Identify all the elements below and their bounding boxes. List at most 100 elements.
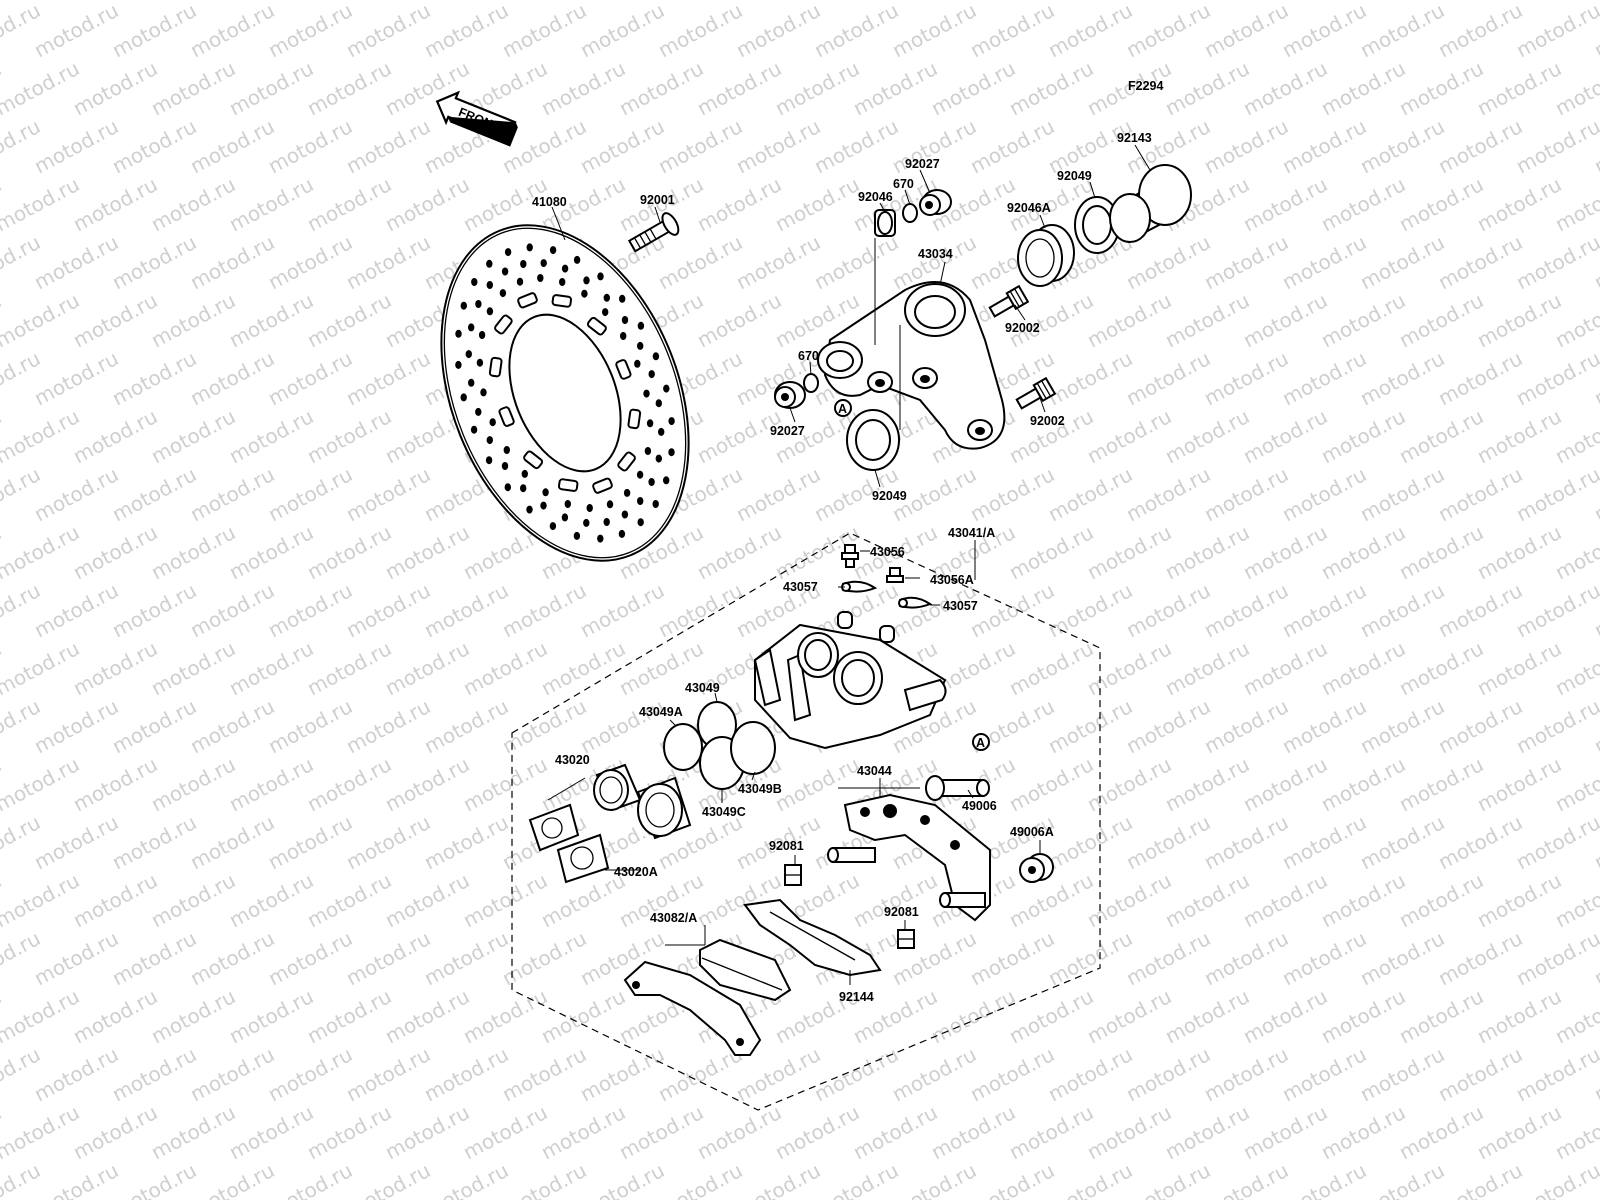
disc-hole [520,260,527,268]
watermark-text: motod.ru [1434,926,1526,990]
watermark-text: motod.ru [420,1042,512,1106]
disc-slot [592,477,613,494]
watermark-text: motod.ru [264,578,356,642]
watermark-text: motod.ru [966,1042,1058,1106]
leader-lines [547,144,1151,985]
watermark-text: motod.ru [966,926,1058,990]
watermark-text: motod.ru [264,694,356,758]
watermark-text: motod.ru [1317,1100,1409,1164]
label-92046A: 92046A [1007,201,1051,215]
disc-hole [606,500,614,509]
watermark-text: motod.ru [0,1158,44,1200]
watermark-text: motod.ru [1317,172,1409,236]
watermark-text: motod.ru [303,0,395,4]
disc-hole [460,301,467,310]
label-43020: 43020 [555,753,590,767]
watermark-text: motod.ru [147,984,239,1048]
watermark-text: motod.ru [1005,984,1097,1048]
watermark-text: motod.ru [1512,578,1600,642]
watermark-text: motod.ru [69,0,161,4]
watermark-text: motod.ru [1356,346,1448,410]
disc-hole [455,360,462,369]
watermark-text: motod.ru [693,0,785,4]
watermark-text: motod.ru [420,578,512,642]
watermark-text: motod.ru [1395,1100,1487,1164]
watermark-text: motod.ru [1200,694,1292,758]
label-92144: 92144 [839,990,874,1004]
watermark-text: motod.ru [1473,288,1565,352]
piston-43020 [593,763,642,812]
label-49006A: 49006A [1010,825,1054,839]
watermark-text: motod.ru [303,636,395,700]
watermark-text: motod.ru [303,404,395,468]
watermark-text: motod.ru [147,0,239,4]
watermark-text: motod.ru [1044,346,1136,410]
watermark-text: motod.ru [1161,288,1253,352]
disc-hole [501,267,509,276]
watermark-text: motod.ru [1083,636,1175,700]
watermark-text: motod.ru [303,288,395,352]
disc-hole [655,399,662,408]
watermark-text: motod.ru [30,1042,122,1106]
watermark-text: motod.ru [1044,1042,1136,1106]
disc-hole [573,255,581,264]
watermark-text: motod.ru [108,1042,200,1106]
watermark-text: motod.ru [342,810,434,874]
watermark-text: motod.ru [1005,636,1097,700]
watermark-text: motod.ru [264,114,356,178]
label-41080: 41080 [532,195,567,209]
watermark-text: motod.ru [1473,984,1565,1048]
watermark-text: motod.ru [1317,752,1409,816]
watermark-text: motod.ru [771,56,863,120]
watermark-text: motod.ru [1356,578,1448,642]
watermark-text: motod.ru [303,984,395,1048]
watermark-text: motod.ru [0,172,83,236]
watermark-text: motod.ru [225,520,317,584]
disc-hole [521,469,528,478]
watermark-text: motod.ru [1278,578,1370,642]
watermark-text: motod.ru [1200,1042,1292,1106]
watermark-text: motod.ru [225,868,317,932]
watermark-text: motod.ru [1083,868,1175,932]
watermark-text: motod.ru [69,1100,161,1164]
disc-hole [503,446,510,454]
watermark-text: motod.ru [966,0,1058,62]
label-43057-left: 43057 [783,580,818,594]
watermark-text: motod.ru [966,578,1058,642]
watermark-text: motod.ru [1473,868,1565,932]
watermark-text: motod.ru [1005,56,1097,120]
disc-hole [542,488,549,497]
watermark-text: motod.ru [1473,520,1565,584]
watermark-text: motod.ru [225,984,317,1048]
watermark-text: motod.ru [1161,868,1253,932]
watermark-text: motod.ru [966,462,1058,526]
watermark-text: motod.ru [1083,404,1175,468]
brake-disc-41080 [440,224,690,562]
watermark-text: motod.ru [1356,810,1448,874]
brake-pad-outer [623,960,762,1056]
disc-hole [634,359,641,368]
watermark-text: motod.ru [186,230,278,294]
bolt-92002-lower [1015,376,1057,410]
watermark-text: motod.ru [420,694,512,758]
watermark-text: motod.ru [225,288,317,352]
watermark-text: motod.ru [147,56,239,120]
watermark-text: motod.ru [537,984,629,1048]
watermark-text: motod.ru [1356,1042,1448,1106]
watermark-text: motod.ru [1200,462,1292,526]
watermark-text: motod.ru [1434,694,1526,758]
watermark-text: motod.ru [1200,578,1292,642]
disc-hole [668,448,675,457]
needle-bearing-92046A [1017,224,1075,287]
watermark-text: motod.ru [1239,984,1331,1048]
disc-hole [504,248,512,257]
watermark-text: motod.ru [1044,694,1136,758]
disc-hole [471,278,478,286]
disc-hole [663,384,670,393]
watermark-text: motod.ru [30,926,122,990]
disc-hole [637,497,644,505]
disc-hole [486,436,493,445]
watermark-text: motod.ru [69,404,161,468]
watermark-text: motod.ru [459,868,551,932]
watermark-text: motod.ru [186,114,278,178]
